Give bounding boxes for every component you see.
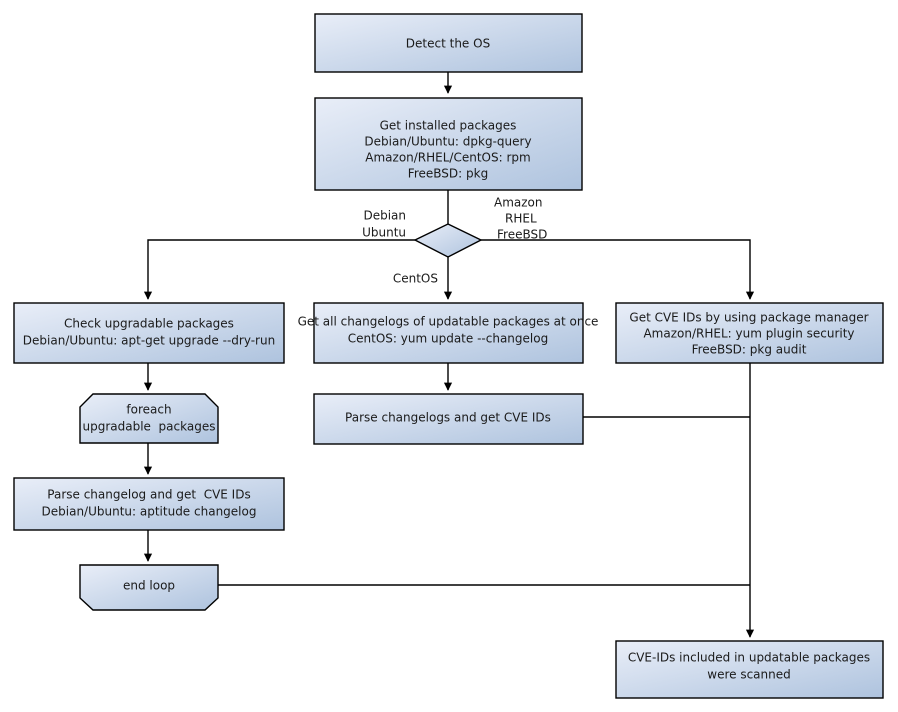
node-check-upgradable-line-2: Debian/Ubuntu: apt-get upgrade --dry-run (23, 334, 275, 348)
node-end-loop-line-1: end loop (123, 579, 175, 593)
edge-label-amazon-rhel-freebsd-line-3: FreeBSD (497, 228, 547, 242)
node-scan-complete-line-1: CVE-IDs included in updatable packages (628, 651, 870, 665)
node-get-cve-ids-pkgmgr-line-3: FreeBSD: pkg audit (692, 343, 807, 357)
node-get-installed-packages-line-4: FreeBSD: pkg (408, 167, 488, 181)
node-get-cve-ids-pkgmgr-line-1: Get CVE IDs by using package manager (629, 311, 868, 325)
node-get-all-changelogs-line-2: CentOS: yum update --changelog (348, 332, 548, 346)
node-get-cve-ids-pkgmgr[interactable]: Get CVE IDs by using package manager Ama… (615, 302, 884, 364)
node-parse-changelogs-centos[interactable]: Parse changelogs and get CVE IDs (313, 393, 584, 445)
node-parse-changelogs-centos-line-1: Parse changelogs and get CVE IDs (345, 411, 551, 425)
node-parse-changelog-debian-line-1: Parse changelog and get CVE IDs (47, 488, 250, 502)
node-get-installed-packages[interactable]: Get installed packages Debian/Ubuntu: dp… (314, 97, 583, 191)
edge-label-amazon-rhel-freebsd-line-1: Amazon (494, 196, 543, 210)
node-detect-os[interactable]: Detect the OS (314, 13, 583, 73)
node-scan-complete[interactable]: CVE-IDs included in updatable packages w… (615, 640, 884, 699)
node-get-installed-packages-line-2: Debian/Ubuntu: dpkg-query (364, 135, 531, 149)
edge-label-amazon-rhel-freebsd-line-2: RHEL (505, 212, 537, 226)
edge-decision-to-cve-pkgmgr (481, 239, 755, 300)
node-check-upgradable[interactable]: Check upgradable packages Debian/Ubuntu:… (13, 302, 285, 364)
node-parse-changelog-debian[interactable]: Parse changelog and get CVE IDs Debian/U… (13, 477, 285, 531)
edge-label-centos: CentOS (393, 272, 438, 286)
node-foreach-loop-start-line-1: foreach (126, 403, 171, 417)
node-end-loop[interactable]: end loop (79, 564, 219, 611)
node-get-installed-packages-line-3: Amazon/RHEL/CentOS: rpm (365, 151, 530, 165)
edge-label-amazon-rhel-freebsd: Amazon RHEL FreeBSD (494, 196, 547, 242)
node-foreach-loop-start-line-2: upgradable packages (83, 420, 216, 434)
edge-label-debian-ubuntu: Debian Ubuntu (362, 209, 406, 240)
node-get-all-changelogs[interactable]: Get all changelogs of updatable packages… (298, 302, 599, 364)
node-parse-changelog-debian-line-2: Debian/Ubuntu: aptitude changelog (42, 505, 257, 519)
node-foreach-loop-start[interactable]: foreach upgradable packages (79, 393, 219, 444)
node-get-installed-packages-line-1: Get installed packages (380, 119, 517, 133)
node-detect-os-line-1: Detect the OS (406, 37, 490, 51)
node-check-upgradable-line-1: Check upgradable packages (64, 317, 234, 331)
node-scan-complete-line-2: were scanned (707, 668, 790, 682)
node-get-all-changelogs-line-1: Get all changelogs of updatable packages… (298, 315, 599, 329)
edge-label-debian-ubuntu-line-2: Ubuntu (362, 226, 406, 240)
edges (143, 72, 755, 638)
node-get-cve-ids-pkgmgr-line-2: Amazon/RHEL: yum plugin security (643, 327, 854, 341)
node-os-decision[interactable] (413, 223, 483, 258)
edge-label-debian-ubuntu-line-1: Debian (363, 209, 406, 223)
edge-label-centos-line-1: CentOS (393, 272, 438, 286)
edge-decision-to-check-upgradable (143, 239, 415, 300)
